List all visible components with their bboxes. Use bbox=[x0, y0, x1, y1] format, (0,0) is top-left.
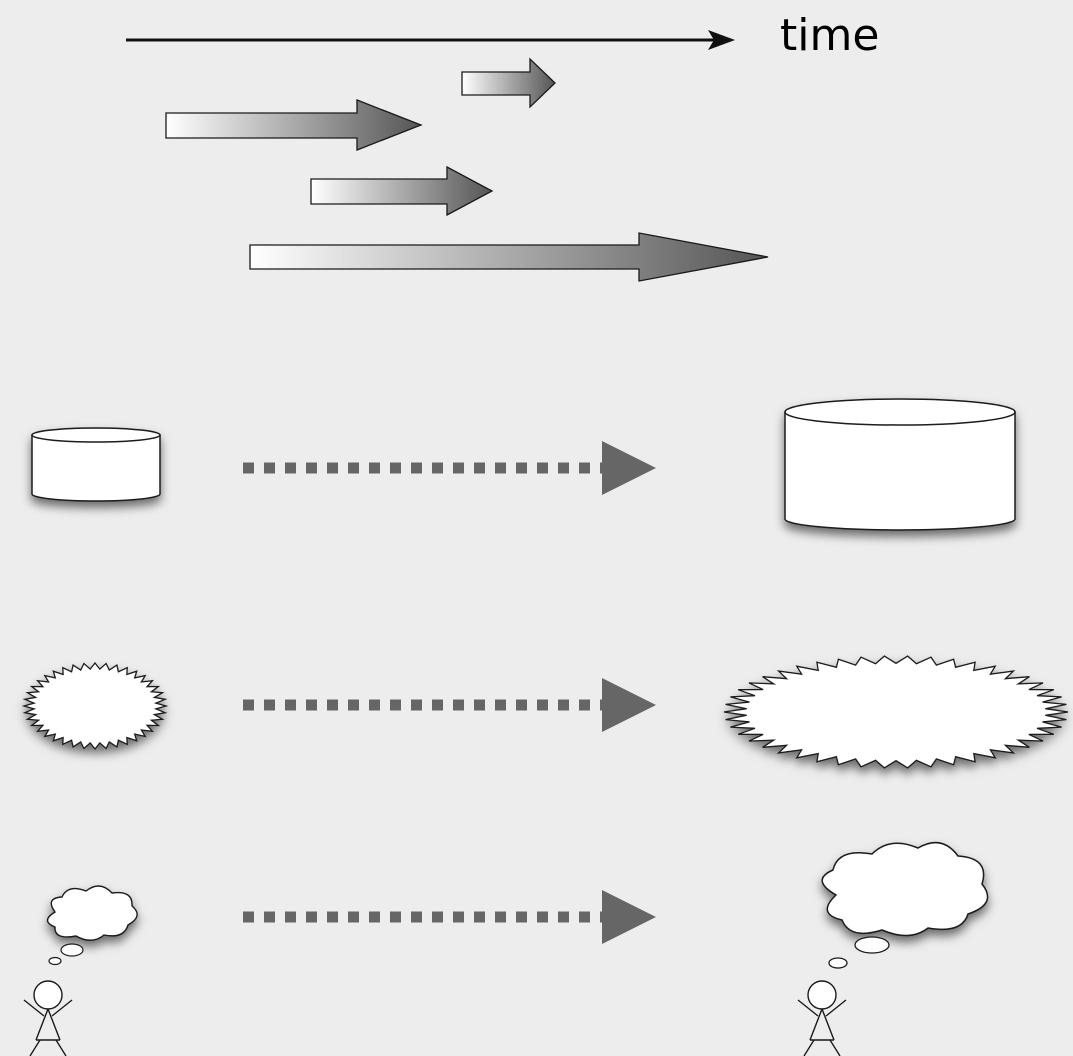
time-axis bbox=[126, 30, 735, 50]
dotted-arrow bbox=[243, 441, 656, 495]
row-starburst bbox=[21, 655, 1069, 769]
duration-arrow bbox=[310, 165, 494, 217]
row-database bbox=[31, 398, 1016, 531]
dotted-arrow bbox=[243, 678, 656, 732]
duration-arrow bbox=[461, 57, 556, 109]
large-cylinder-icon bbox=[784, 398, 1016, 531]
row-thought bbox=[23, 841, 989, 1056]
duration-arrow bbox=[249, 232, 769, 282]
large-person-figure bbox=[797, 980, 847, 1056]
duration-arrow bbox=[165, 99, 423, 151]
time-axis-arrowhead bbox=[708, 30, 735, 50]
small-thinking-person-icon bbox=[23, 885, 138, 1056]
large-starburst-icon bbox=[723, 655, 1069, 769]
time-axis-label: time bbox=[780, 10, 880, 61]
small-starburst-icon bbox=[21, 661, 169, 751]
small-cylinder-icon bbox=[31, 427, 161, 502]
dotted-arrow bbox=[243, 890, 656, 944]
small-person-figure bbox=[23, 980, 73, 1056]
large-thinking-person-icon bbox=[797, 841, 989, 1056]
small-thought-cloud bbox=[46, 885, 138, 941]
duration-arrows bbox=[165, 57, 769, 282]
large-thought-cloud bbox=[821, 841, 989, 937]
